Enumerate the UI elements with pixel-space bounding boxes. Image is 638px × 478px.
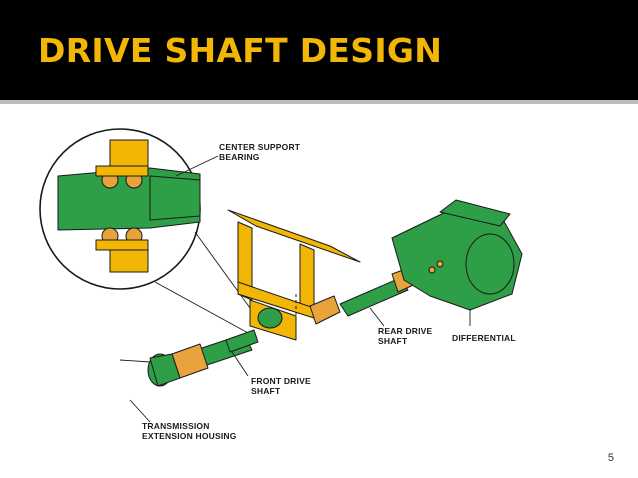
rear-shaft-tube bbox=[339, 277, 409, 317]
label-center-support-bearing: CENTER SUPPORT BEARING bbox=[219, 142, 300, 162]
bearing-detail-magnifier bbox=[39, 128, 259, 335]
detail-bearing-block-top bbox=[95, 165, 149, 177]
label-front-drive-shaft: FRONT DRIVE SHAFT bbox=[251, 376, 311, 396]
label-transmission-line2: EXTENSION HOUSING bbox=[142, 431, 237, 441]
label-front-drive-shaft-line2: SHAFT bbox=[251, 386, 281, 396]
crossmember-left-leg bbox=[237, 221, 253, 301]
crossmember-top bbox=[227, 209, 361, 263]
center-support-crossmember bbox=[227, 209, 361, 319]
detail-support-upper bbox=[109, 139, 149, 167]
label-center-support-bearing-line2: BEARING bbox=[219, 152, 260, 162]
label-front-drive-shaft-line1: FRONT DRIVE bbox=[251, 376, 311, 386]
transmission-leader-line bbox=[129, 399, 151, 423]
center-support-bearing bbox=[249, 299, 297, 341]
front-shaft-leader-line bbox=[231, 351, 249, 377]
differential-cover bbox=[465, 233, 515, 295]
differential-bolt-2 bbox=[436, 260, 444, 268]
rear-drive-shaft bbox=[295, 265, 421, 325]
rear-shaft-leader-line bbox=[369, 307, 385, 327]
transmission-extension-housing bbox=[147, 353, 181, 387]
front-shaft-spline bbox=[225, 329, 259, 353]
label-rear-drive-shaft: REAR DRIVE SHAFT bbox=[378, 326, 432, 346]
title-divider bbox=[0, 100, 638, 104]
detail-shaft-spline bbox=[149, 175, 201, 221]
slide-title: DRIVE SHAFT DESIGN bbox=[38, 31, 443, 70]
magnifier-lead-line-1 bbox=[154, 281, 251, 335]
slide-number: 5 bbox=[607, 452, 614, 464]
detail-bearing-block-bottom bbox=[95, 239, 149, 251]
label-differential-line1: DIFFERENTIAL bbox=[452, 333, 516, 343]
front-drive-shaft bbox=[171, 329, 259, 379]
label-transmission-line1: TRANSMISSION bbox=[142, 421, 210, 431]
transmission-left-line bbox=[119, 359, 151, 363]
differential bbox=[391, 199, 523, 311]
drive-shaft-diagram bbox=[39, 128, 523, 423]
rear-u-joint-front bbox=[309, 295, 341, 325]
transmission-housing-body bbox=[149, 353, 181, 387]
label-transmission-extension-housing: TRANSMISSION EXTENSION HOUSING bbox=[142, 421, 237, 441]
center-support-leader-line bbox=[175, 155, 219, 177]
label-differential: DIFFERENTIAL bbox=[452, 333, 516, 343]
magnifier-lead-line-2 bbox=[194, 231, 259, 320]
crossmember-right-leg bbox=[299, 243, 315, 313]
label-center-support-bearing-line1: CENTER SUPPORT bbox=[219, 142, 301, 152]
differential-axle-tube bbox=[439, 199, 511, 227]
label-rear-drive-shaft-line2: SHAFT bbox=[378, 336, 408, 346]
differential-bolt-1 bbox=[428, 266, 436, 274]
bearing-core bbox=[257, 307, 283, 329]
title-bar bbox=[0, 0, 638, 100]
label-rear-drive-shaft-line1: REAR DRIVE bbox=[378, 326, 433, 336]
